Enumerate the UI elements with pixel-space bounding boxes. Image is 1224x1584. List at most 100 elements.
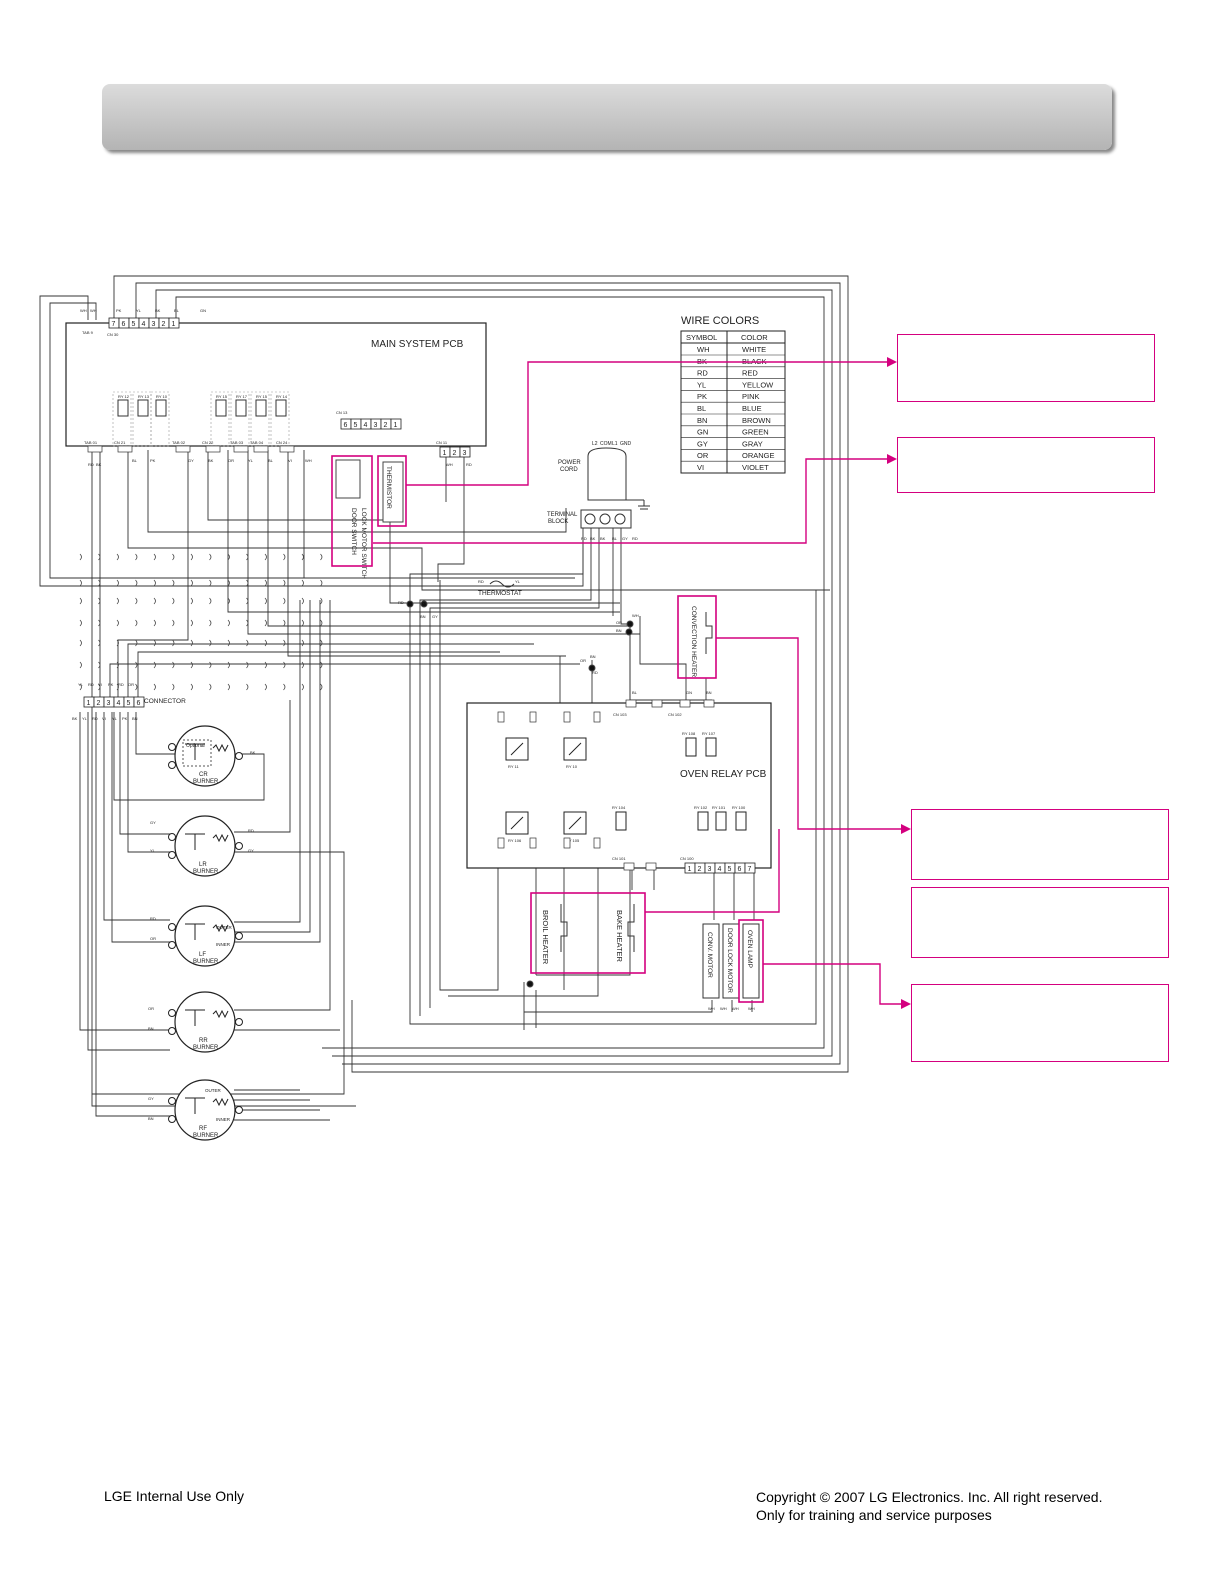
burner-element-0 (212, 743, 229, 753)
wire-color-symbol-10: VI (697, 463, 704, 472)
wire-hop-11-3 (283, 619, 286, 627)
wire-hop-13-2 (320, 597, 323, 605)
burners: CRBURNERLRBURNERLFBURNERRRBURNERRFBURNER… (168, 725, 243, 1141)
wire-label-66: OR (148, 1006, 154, 1011)
bake-heater-label: BAKE HEATER (615, 910, 624, 963)
wire-43 (113, 712, 265, 801)
burner-terminal-b-4 (168, 1115, 176, 1123)
main-pcb-label: MAIN SYSTEM PCB (371, 339, 464, 350)
wire-35 (79, 712, 170, 1031)
burner-terminal-b-1 (168, 851, 176, 859)
wire-hop-12-4 (301, 639, 304, 647)
thermistor-label: THERMISTOR (385, 466, 392, 509)
oven-top-pin-1 (651, 699, 663, 708)
wire-2 (155, 289, 833, 1057)
wire-hop-0-4 (79, 639, 82, 647)
wire-hop-6-4 (190, 639, 193, 647)
oven-relay-contact-2 (510, 816, 524, 830)
wire-label-29: GY (622, 536, 628, 541)
wire-30 (639, 616, 687, 700)
wire-hop-11-0 (283, 553, 286, 561)
oven-relay-label-3: RY 105 (566, 838, 580, 843)
callout-thermistor (897, 334, 1155, 402)
wire-4 (39, 295, 584, 587)
main-bottom-pin-0 (87, 445, 103, 453)
cn13-pin-3: 3 (374, 422, 378, 429)
terminal-label-3: GND (620, 441, 632, 447)
wire-label-6: GN (200, 308, 206, 313)
footer-internal-use: LGE Internal Use Only (104, 1488, 245, 1504)
wire-color-name-4: PINK (742, 392, 760, 401)
wire-12 (227, 450, 620, 613)
main-relay-label-5: RY 15 (256, 394, 268, 399)
cn100-pin-6: 7 (748, 866, 752, 873)
optional-label: Optional (186, 743, 205, 749)
wire-41 (127, 712, 170, 853)
wire-label-63: OR (150, 936, 156, 941)
wire-hop-12-6 (301, 683, 304, 691)
wire-hop-5-2 (172, 597, 175, 605)
wire-label-37: OR (616, 620, 622, 625)
wire-hop-6-5 (190, 661, 193, 669)
burner-terminal-b-2 (168, 941, 176, 949)
oven-lamp-label: OVEN LAMP (746, 930, 753, 968)
wire-label-72: WH (732, 1006, 739, 1011)
wire-label-13: OR (228, 458, 234, 463)
wire-hop-0-2 (79, 597, 82, 605)
switch-thermistor-group: LOCK MOTOR SWITCH DOOR SWITCH THERMISTOR (335, 459, 404, 579)
wire-hop-3-5 (135, 661, 138, 669)
main-bottom-label-4: TAB 03 (230, 440, 244, 445)
wire-hop-0-3 (79, 619, 82, 627)
oven-relay-label-0: RY 11 (508, 764, 519, 769)
wire-label-30: RD (632, 536, 638, 541)
wire-hop-13-6 (320, 683, 323, 691)
burner-terminal-a-3 (168, 1009, 176, 1017)
oven-relay-box-7 (735, 811, 747, 831)
wire-label-50: RD (118, 682, 124, 687)
wire-hop-2-2 (116, 597, 119, 605)
wire-hop-13-1 (320, 579, 323, 587)
wire-hop-8-2 (227, 597, 230, 605)
wire-5 (49, 302, 575, 579)
wire-1 (135, 282, 841, 1065)
wire-label-26: BK (590, 536, 596, 541)
burner-label-4: BURNER (193, 1133, 219, 1139)
wire-label-68: GY (148, 1096, 154, 1101)
convection-heater-label: CONVECTION HEATER (690, 606, 697, 677)
footer-copyright-line1: Copyright © 2007 LG Electronics. Inc. Al… (756, 1489, 1103, 1505)
cn13-label: CN 13 (336, 410, 348, 415)
wire-label-53: YL (82, 716, 88, 721)
wire-8 (127, 450, 830, 591)
burner-label-1: BURNER (193, 869, 219, 875)
wire-hop-0-1 (79, 579, 82, 587)
wire-hop-4-3 (153, 619, 156, 627)
wire-hop-12-2 (301, 597, 304, 605)
callout-convection-heater (911, 809, 1169, 880)
connector-pin-0: 1 (87, 700, 91, 707)
burner-name-2: LF (199, 952, 206, 958)
wire-label-61: YL (150, 848, 156, 853)
burner-terminal-b-3 (168, 1027, 176, 1035)
cn13-pin-1: 5 (354, 422, 358, 429)
wire-label-67: BN (148, 1026, 154, 1031)
burner-element-4 (212, 1097, 229, 1107)
main-relay-label-0: RY 12 (118, 394, 130, 399)
wire-label-16: VI (288, 458, 292, 463)
cn100-pin-2: 3 (708, 866, 712, 873)
oven-cn-label-0: CN 103 (613, 712, 627, 717)
wire-hop-5-0 (172, 553, 175, 561)
burner-name-0: CR (199, 772, 208, 778)
wire-label-38: BN (616, 628, 622, 633)
lock-switch-label: LOCK MOTOR SWITCH (360, 508, 367, 579)
footer-copyright-line2: Only for training and service purposes (756, 1507, 992, 1523)
burner-terminal-c-3 (235, 1018, 243, 1026)
junction-dot-8 (588, 664, 596, 672)
burner-terminal-c-0 (235, 752, 243, 760)
wire-colors-title: WIRE COLORS (681, 315, 759, 327)
wire-hop-10-1 (264, 579, 267, 587)
cn11-pin-2: 3 (463, 450, 467, 457)
